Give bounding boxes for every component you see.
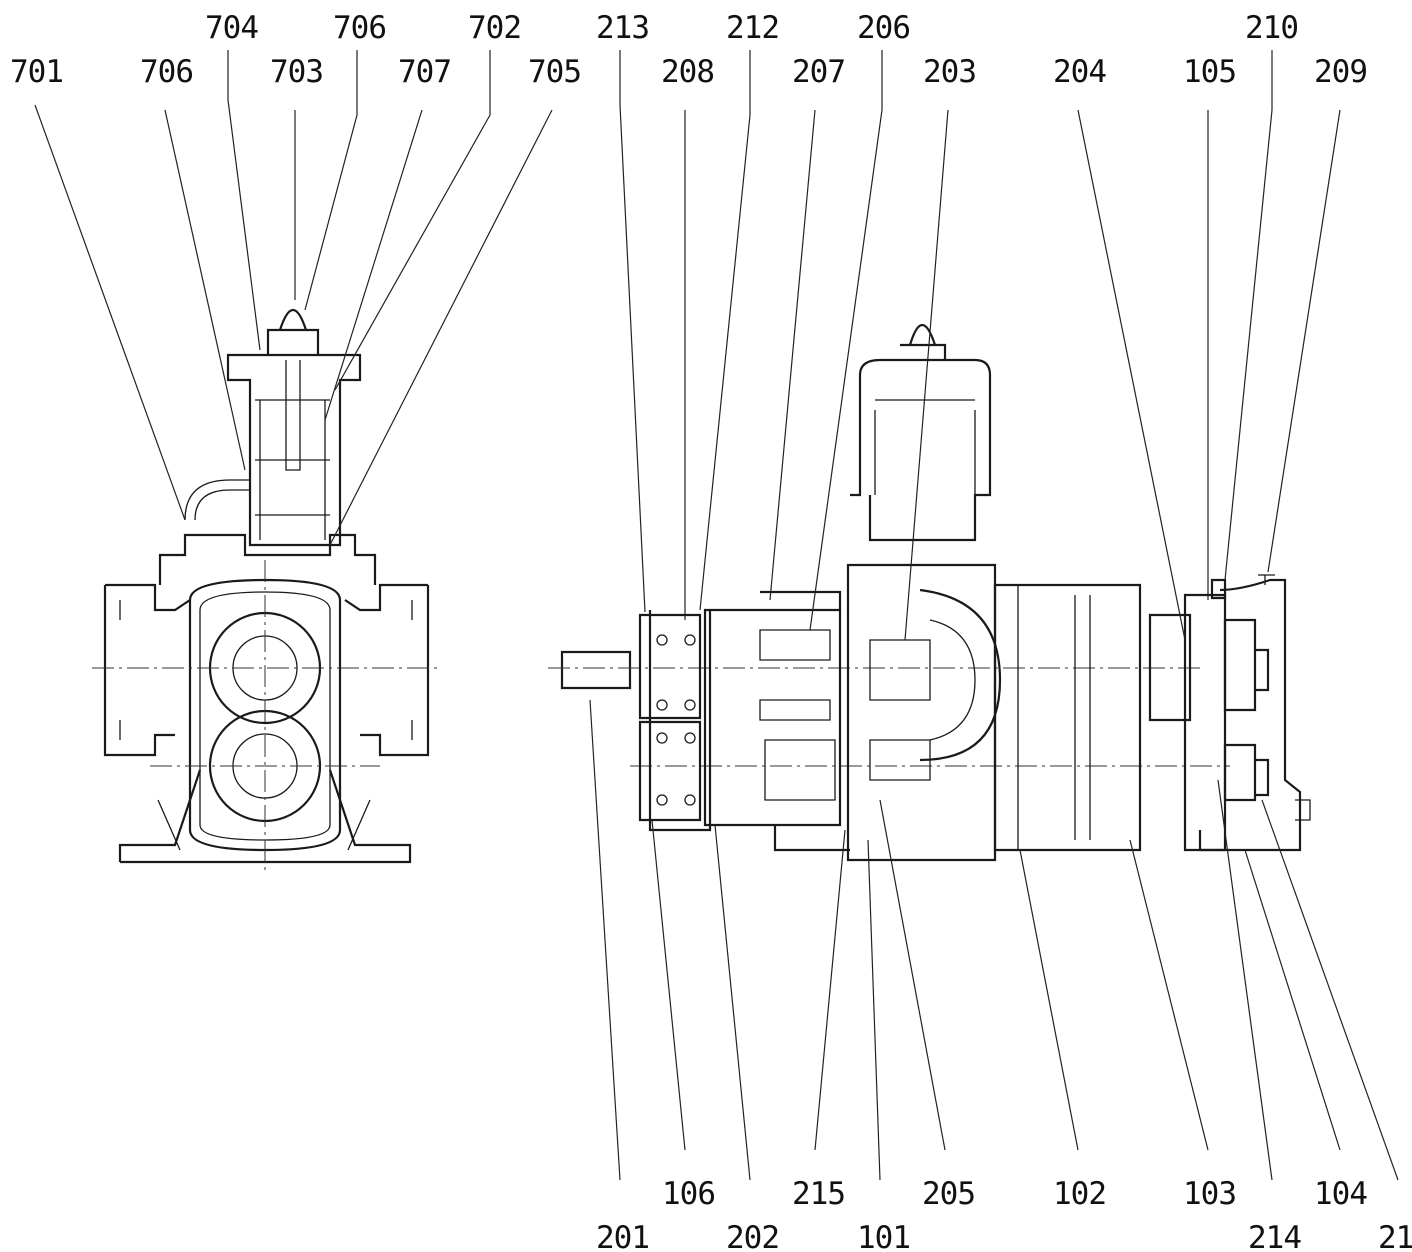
callout-215: 215: [792, 1176, 845, 1212]
callout-706-top: 706: [333, 10, 386, 46]
callout-704: 704: [205, 10, 258, 46]
callout-207: 207: [792, 54, 845, 90]
callout-105: 105: [1183, 54, 1236, 90]
callout-101: 101: [857, 1220, 910, 1252]
callout-212: 212: [726, 10, 779, 46]
callout-204: 204: [1053, 54, 1106, 90]
callout-106: 106: [662, 1176, 715, 1212]
callout-103: 103: [1183, 1176, 1236, 1212]
callout-214: 214: [1248, 1220, 1301, 1252]
callout-102: 102: [1053, 1176, 1106, 1212]
callout-210: 210: [1245, 10, 1298, 46]
callout-211: 21: [1378, 1220, 1412, 1252]
callout-203: 203: [923, 54, 976, 90]
callout-706: 706: [140, 54, 193, 90]
leader-lines: [34, 50, 1399, 1181]
callout-703: 703: [270, 54, 323, 90]
callout-104: 104: [1314, 1176, 1367, 1212]
callout-202: 202: [726, 1220, 779, 1252]
callout-707: 707: [398, 54, 451, 90]
callout-702: 702: [468, 10, 521, 46]
callouts: 704 706 702 213 212 206 210 701 706 703 …: [10, 10, 1412, 1252]
callout-213: 213: [596, 10, 649, 46]
callout-705: 705: [528, 54, 581, 90]
callout-208: 208: [661, 54, 714, 90]
callout-201: 201: [596, 1220, 649, 1252]
callout-205: 205: [922, 1176, 975, 1212]
callout-701: 701: [10, 54, 63, 90]
section-view: [548, 324, 1311, 862]
end-view: [92, 309, 440, 870]
callout-206: 206: [857, 10, 910, 46]
callout-209: 209: [1314, 54, 1367, 90]
